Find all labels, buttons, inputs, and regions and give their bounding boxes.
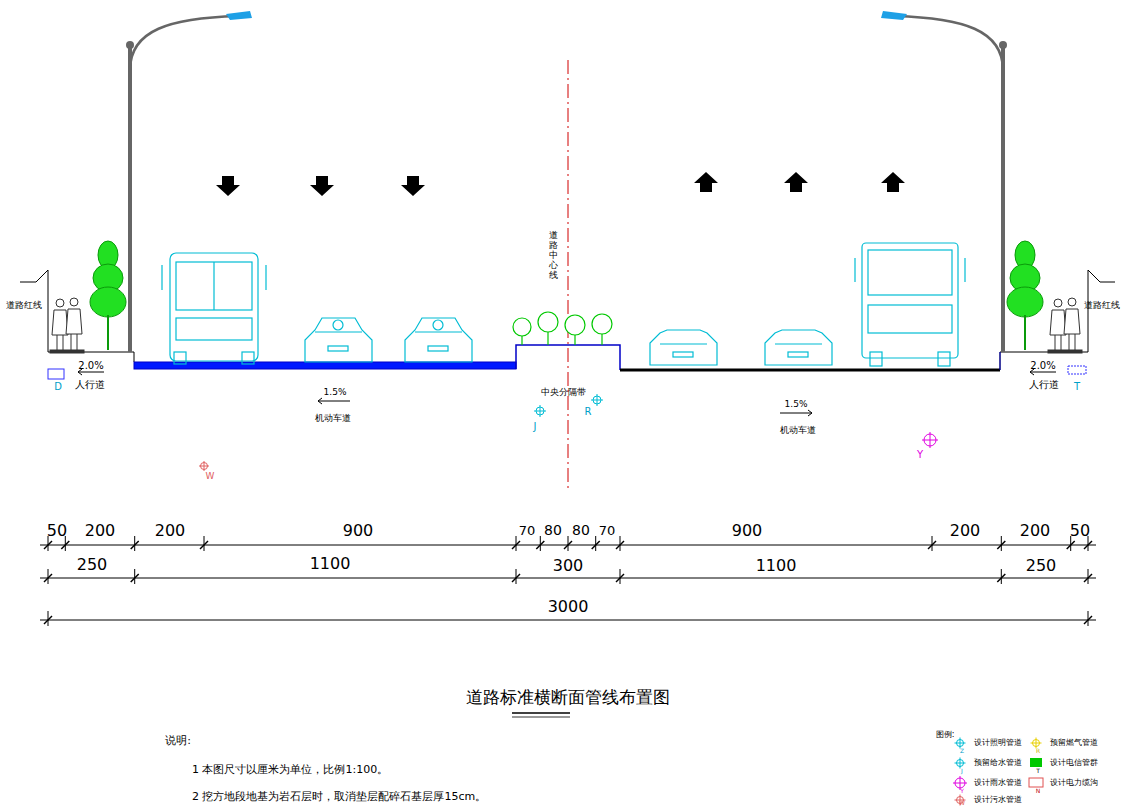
legend-swatch (1030, 758, 1042, 767)
dimension-text: 3000 (548, 598, 589, 616)
legend-text: 设计污水管道 (974, 796, 1022, 805)
pipe-code: W (206, 472, 215, 482)
dimension-text: 80 (572, 523, 590, 538)
vehicle (162, 243, 965, 366)
annotation: 道路红线 (1084, 301, 1120, 311)
dimension-text: 80 (544, 523, 562, 538)
legend-text: 预留给水管道 (974, 759, 1022, 768)
legend-text: 设计电力缆沟 (1050, 779, 1098, 788)
pipe-code: T (1074, 381, 1080, 392)
pipe-code: D (54, 381, 62, 392)
legend-text: 设计照明管道 (974, 739, 1022, 748)
annotation: 2.0% (78, 360, 103, 371)
dimension-text: 200 (155, 522, 186, 540)
dimension-text: 70 (599, 524, 616, 538)
pipe-code: J (961, 768, 963, 775)
drawing-title: 道路标准横断面管线布置图 (466, 688, 670, 707)
dimension-text: 1100 (756, 557, 797, 575)
annotation: 道路中心线 (549, 231, 558, 280)
note-text: 说明: (165, 735, 191, 747)
annotation: 中央分隔带 (541, 388, 586, 398)
pipe-code: Y (917, 449, 923, 460)
dimension-text: 300 (553, 557, 584, 575)
annotation: 机动车道 (780, 426, 816, 436)
annotation: 人行道 (1029, 379, 1059, 390)
dimension-text: 50 (47, 522, 67, 540)
legend-text: 设计电信管群 (1050, 759, 1098, 768)
pipe-code: Z (960, 748, 964, 755)
pipe-code: N (1036, 788, 1041, 795)
pipe-code: Y (960, 788, 964, 795)
legend-text: 设计雨水管道 (974, 779, 1022, 788)
pipe-code: R (1036, 748, 1040, 755)
dimension-text: 200 (950, 522, 981, 540)
annotation: 机动车道 (315, 414, 351, 424)
pipe-code: T (1036, 768, 1040, 775)
pipe-code: R (585, 406, 592, 417)
road-surface (20, 270, 1115, 416)
dimension-text: 50 (1070, 522, 1090, 540)
dimension-lines (40, 536, 1096, 626)
dimension-text: 200 (85, 522, 116, 540)
note-text: 1 本图尺寸以厘米为单位，比例1:100。 (192, 764, 388, 776)
dimension-text: 200 (1020, 522, 1051, 540)
direction-arrow (216, 172, 905, 196)
pipe-code: J (534, 421, 537, 432)
center-line (568, 60, 569, 490)
annotation: 2.0% (1030, 360, 1055, 371)
pedestrian (50, 298, 1082, 353)
note-text: 图例: (936, 731, 955, 740)
annotation: 1.5% (324, 388, 347, 398)
pipe-code: W (959, 800, 965, 807)
dimension-text: 70 (519, 524, 536, 538)
pipe-symbol (48, 366, 1086, 471)
median-shrubs (513, 312, 612, 345)
legend-text: 预留燃气管道 (1050, 739, 1098, 748)
annotation: 1.5% (785, 400, 808, 410)
title-underline (512, 713, 570, 717)
dimension-text: 1100 (310, 555, 351, 573)
annotation: 人行道 (75, 379, 105, 390)
dimension-text: 900 (343, 522, 374, 540)
dimension-text: 250 (1026, 557, 1057, 575)
tree (90, 241, 1043, 350)
legend-symbols (953, 738, 1043, 806)
dimension-text: 900 (732, 522, 763, 540)
note-text: 2 挖方地段地基为岩石层时，取消垫层配碎石基层厚15cm。 (192, 791, 486, 803)
dimension-text: 250 (77, 556, 108, 574)
annotation: 道路红线 (6, 301, 42, 311)
